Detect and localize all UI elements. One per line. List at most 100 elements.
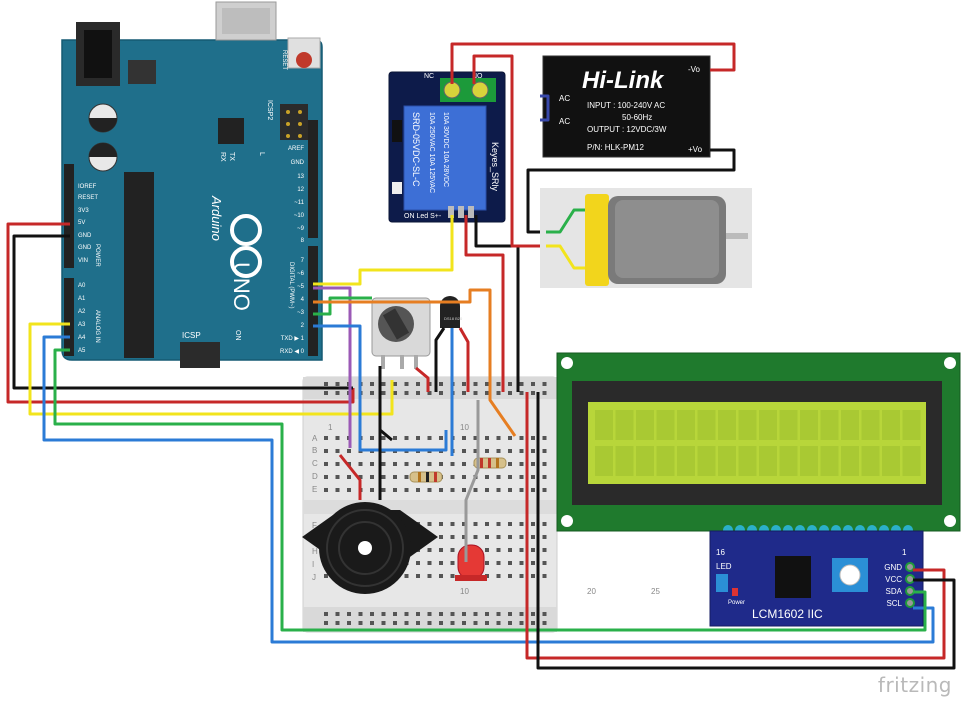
row-label-h: H [312, 547, 318, 556]
wire-a3 [28, 322, 394, 416]
hilink-power-module: Hi-Link -Vo +Vo AC AC INPUT : 100-240V A… [542, 55, 711, 158]
pin-a5: A5 [78, 348, 86, 354]
col-label-25: 25 [651, 587, 660, 596]
pin-5v: 5V [78, 220, 85, 226]
tx-label: TX [228, 152, 235, 161]
digital-pin-labels-bottom: 7 ~6 ~5 4 ~3 2 TXD ▶ 1 RXD ◀ 0 [280, 258, 305, 355]
hilink-vo-minus: -Vo [688, 65, 701, 74]
wire-hilink-vo-plus [526, 148, 736, 234]
pin-a1: A1 [78, 296, 86, 302]
on-label: ON [234, 330, 241, 341]
digital-pin-labels-top: AREF GND 13 12 ~11 ~10 ~9 8 [288, 146, 305, 244]
pin-3: ~3 [297, 310, 305, 316]
pin-gnd-1: GND [78, 233, 92, 239]
lcd-character-cells [595, 410, 921, 476]
motor-shaft [726, 233, 748, 239]
pin-9: ~9 [297, 226, 305, 232]
lcd-1602-display [556, 352, 961, 535]
voltage-regulator [128, 60, 156, 84]
i2c-pin-gnd: GND [884, 563, 902, 572]
wire-d5 [313, 286, 352, 448]
pin-vin: VIN [78, 258, 88, 264]
wire-5v [6, 222, 355, 404]
row-label-f: F [312, 521, 317, 530]
i2c-module-label: LCM1602 IIC [752, 607, 823, 621]
pin-1: TXD ▶ 1 [281, 336, 305, 342]
wire-led [464, 400, 480, 562]
arduino-brand: Arduino [209, 195, 224, 241]
pin-3v3: 3V3 [78, 208, 89, 214]
hilink-output: OUTPUT : 12VDC/3W [587, 125, 667, 134]
pin-aref: AREF [288, 146, 304, 152]
i2c-power-label: Power [728, 600, 745, 606]
wire-motor-green [546, 208, 585, 234]
reset-label: RESET [281, 50, 287, 70]
pin-7: 7 [301, 258, 305, 264]
row-label-a: A [312, 434, 318, 443]
hilink-ac-1: AC [559, 94, 570, 103]
row-label-e: E [312, 485, 317, 494]
i2c-pin1-label: 1 [902, 548, 907, 557]
col-label-10: 10 [460, 423, 469, 432]
row-label-i: I [312, 560, 314, 569]
lcd-i2c-module: 16 1 LED Power LCM1602 IIC GND VCC SDA S… [709, 530, 924, 627]
i2c-led-label: LED [716, 562, 732, 571]
wire-relay-no-motor [472, 54, 540, 248]
col-label-10-bottom: 10 [460, 587, 469, 596]
i2c-pin-sda: SDA [886, 587, 903, 596]
digital-header-top [308, 120, 318, 238]
piezo-buzzer [302, 502, 438, 594]
wire-relay-signal [313, 215, 454, 286]
row-label-b: B [312, 446, 317, 455]
wire-d3-link [313, 296, 372, 316]
l-label: L [258, 152, 265, 156]
pin-a4: A4 [78, 335, 86, 341]
hilink-ac-2: AC [559, 117, 570, 126]
col-label-1: 1 [328, 423, 333, 432]
arduino-model: UNO [229, 262, 254, 311]
pin-reset: RESET [78, 195, 98, 201]
pin-6: ~6 [297, 271, 305, 277]
pin-12: 12 [297, 187, 304, 193]
wire-sda [53, 348, 927, 632]
icsp2-label: ICSP2 [266, 100, 273, 120]
relay-rating-1: 10A 250VAC 10A 125VAC [428, 112, 435, 193]
i2c-pin-vcc: VCC [885, 575, 902, 584]
arduino-uno-board: RESET ICSP2 ICSP TX RX L ON Arduino UNO … [61, 1, 323, 368]
analog-pin-labels: A0 A1 A2 A3 A4 A5 [78, 283, 86, 354]
relay-rating-2: 10A 30VDC 10A 28VDC [442, 112, 449, 187]
pin-a0: A0 [78, 283, 86, 289]
usb-chip [218, 118, 244, 144]
i2c-pin-labels: GND VCC SDA SCL [884, 563, 902, 608]
fritzing-watermark: fritzing [877, 673, 952, 697]
wire-scl [42, 335, 935, 644]
dc-motor [540, 188, 752, 288]
wire-sensor-vcc [458, 327, 470, 392]
sensor-label: DS18 B20 [444, 316, 463, 321]
reset-button-cap[interactable] [296, 52, 312, 68]
wires [6, 42, 956, 670]
wire-gnd [12, 234, 353, 390]
pin-4: 4 [301, 297, 305, 303]
hilink-brand: Hi-Link [582, 67, 665, 94]
power-pin-labels: IOREF RESET 3V3 5V GND GND VIN [78, 184, 98, 264]
red-led [455, 544, 487, 581]
power-header [64, 164, 74, 268]
pin-0: RXD ◀ 0 [280, 349, 305, 355]
resistor-2 [473, 457, 507, 469]
relay-no-label: NO [472, 73, 483, 80]
pin-2: 2 [301, 323, 305, 329]
relay-model: SRD-05VDC-SL-C [411, 112, 421, 187]
relay-nc-label: NC [424, 73, 434, 80]
pin-ioref: IOREF [78, 184, 97, 190]
pin-a3: A3 [78, 322, 86, 328]
rotary-potentiometer[interactable] [371, 297, 431, 369]
i2c-pin-scl: SCL [886, 599, 902, 608]
wire-lcd-gnd [536, 392, 956, 670]
icsp2-header [280, 104, 308, 140]
relay-title: Keyes_SRly [490, 142, 500, 192]
pin-gnd-2: GND [78, 245, 92, 251]
row-label-d: D [312, 472, 318, 481]
wire-ac-input [540, 94, 550, 122]
